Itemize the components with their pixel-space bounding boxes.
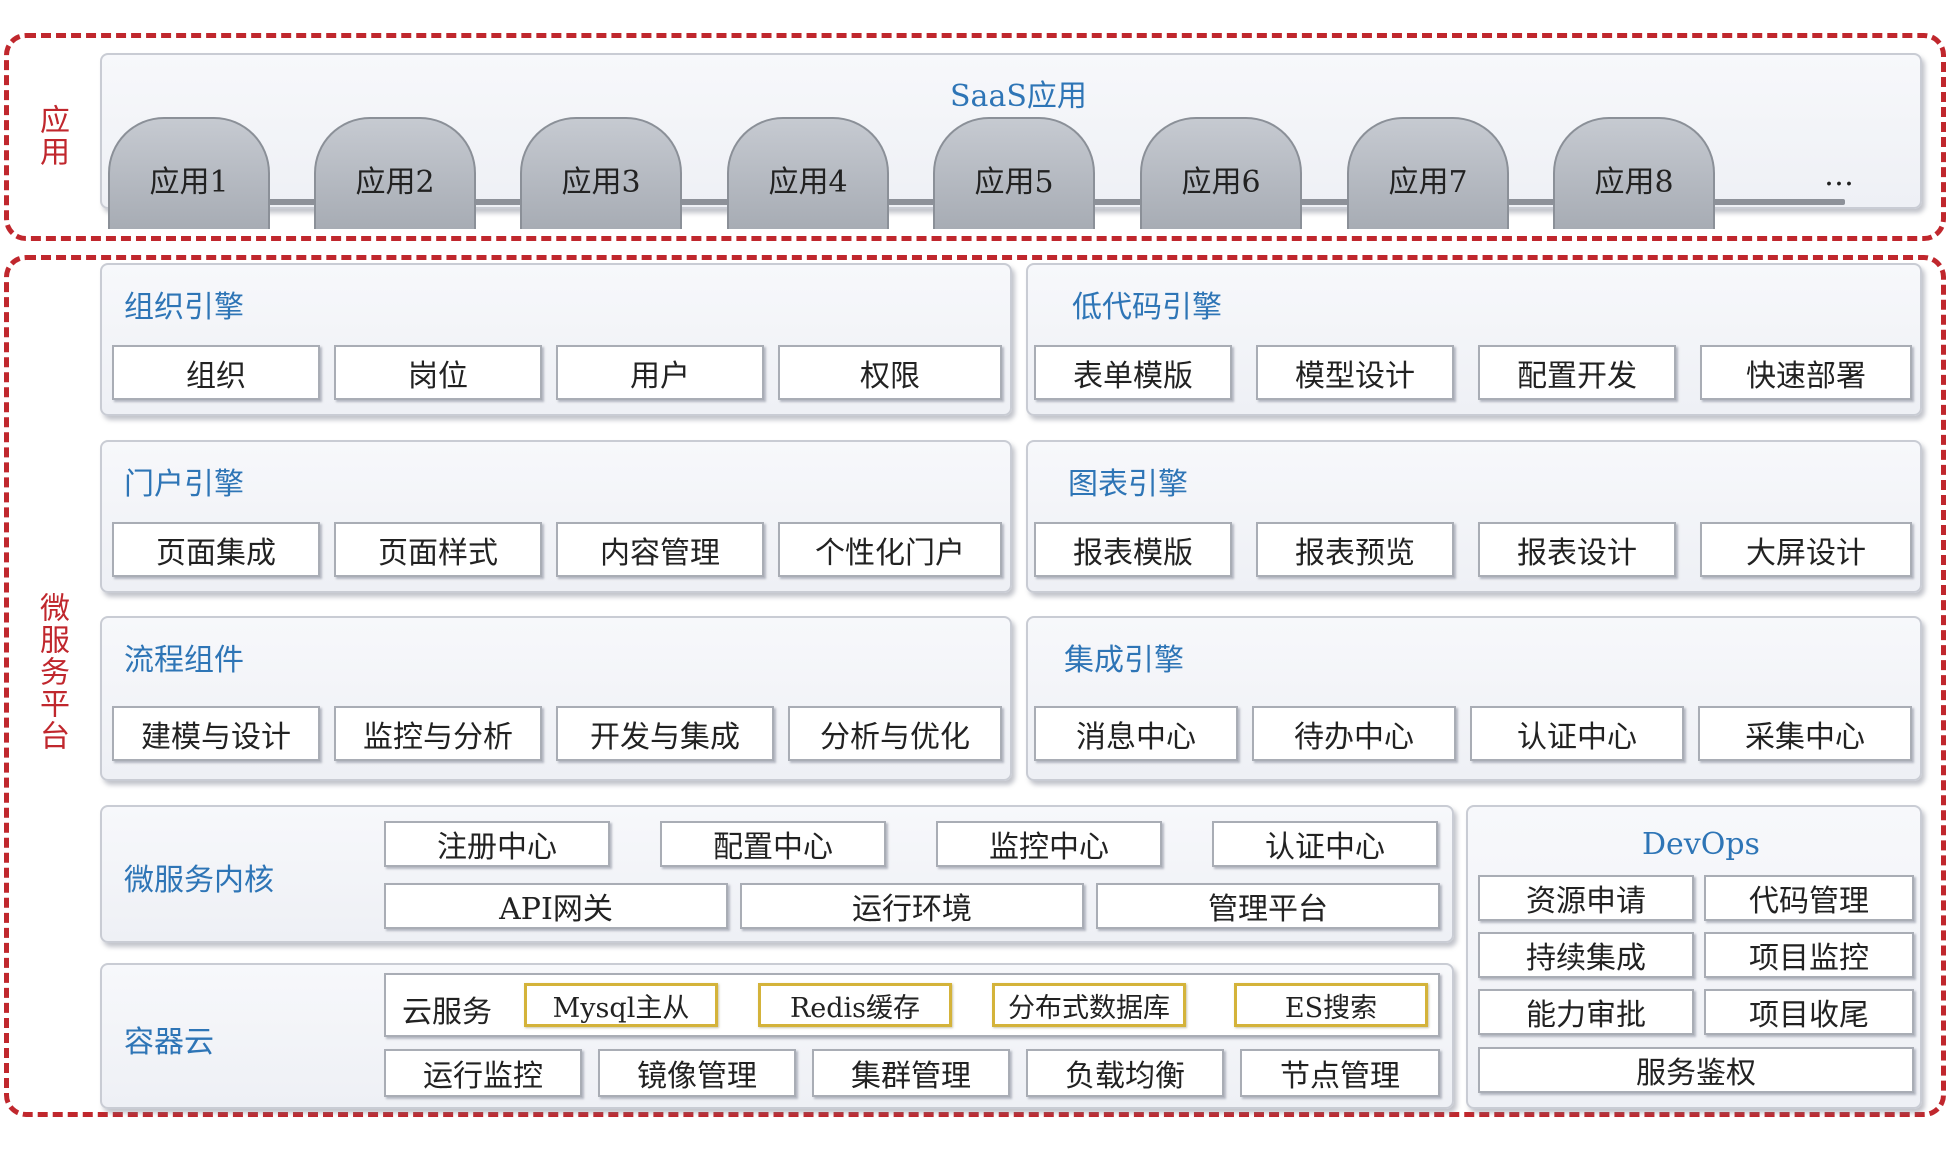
workflow-title: 流程组件 [124, 643, 244, 678]
portal-item-personal-portal[interactable]: 个性化门户 [778, 522, 1002, 577]
cloud-item-mysql[interactable]: Mysql主从 [524, 983, 718, 1027]
devops-item-ci[interactable]: 持续集成 [1478, 932, 1694, 978]
portal-item-content-mgmt[interactable]: 内容管理 [556, 522, 764, 577]
kernel-item-mgmt-platform[interactable]: 管理平台 [1096, 883, 1440, 929]
chart-engine-title: 图表引擎 [1068, 467, 1188, 502]
portal-item-page-integration[interactable]: 页面集成 [112, 522, 320, 577]
integration-item-auth-center[interactable]: 认证中心 [1470, 706, 1684, 761]
integration-item-collect-center[interactable]: 采集中心 [1698, 706, 1912, 761]
app-layer-boundary [4, 33, 1946, 241]
lowcode-item-form-template[interactable]: 表单模版 [1034, 345, 1232, 400]
container-cloud-title: 容器云 [124, 1025, 214, 1060]
app-tab-3[interactable]: 应用3 [520, 117, 682, 229]
portal-item-page-style[interactable]: 页面样式 [334, 522, 542, 577]
workflow-item-monitoring[interactable]: 监控与分析 [334, 706, 542, 761]
integration-item-todo-center[interactable]: 待办中心 [1252, 706, 1456, 761]
cloud-services-label: 云服务 [402, 995, 492, 1030]
app-tab-4[interactable]: 应用4 [727, 117, 889, 229]
platform-layer-label: 微服务平台 [34, 592, 69, 752]
devops-item-service-auth[interactable]: 服务鉴权 [1478, 1047, 1914, 1093]
devops-item-code-mgmt[interactable]: 代码管理 [1704, 875, 1914, 921]
integration-engine-title: 集成引擎 [1064, 643, 1184, 678]
chart-item-bigscreen-design[interactable]: 大屏设计 [1700, 522, 1912, 577]
app-tab-8[interactable]: 应用8 [1553, 117, 1715, 229]
lowcode-item-quick-deploy[interactable]: 快速部署 [1700, 345, 1912, 400]
devops-item-project-closeout[interactable]: 项目收尾 [1704, 989, 1914, 1035]
devops-panel: DevOps 资源申请 代码管理 持续集成 项目监控 能力审批 项目收尾 服务鉴… [1466, 805, 1922, 1109]
kernel-item-runtime[interactable]: 运行环境 [740, 883, 1084, 929]
kernel-item-registry[interactable]: 注册中心 [384, 821, 610, 867]
app-tab-7[interactable]: 应用7 [1347, 117, 1509, 229]
cloud-item-load-balance[interactable]: 负载均衡 [1026, 1049, 1224, 1097]
org-item-permission[interactable]: 权限 [778, 345, 1002, 400]
org-engine-title: 组织引擎 [124, 290, 244, 325]
cloud-item-node-mgmt[interactable]: 节点管理 [1240, 1049, 1440, 1097]
devops-title: DevOps [1642, 827, 1760, 862]
kernel-item-config[interactable]: 配置中心 [660, 821, 886, 867]
cloud-item-es-search[interactable]: ES搜索 [1234, 983, 1428, 1027]
workflow-item-dev-integration[interactable]: 开发与集成 [556, 706, 774, 761]
chart-item-report-preview[interactable]: 报表预览 [1256, 522, 1454, 577]
more-apps-ellipsis: … [1824, 158, 1854, 193]
kernel-item-api-gateway[interactable]: API网关 [384, 883, 728, 929]
kernel-item-auth[interactable]: 认证中心 [1212, 821, 1438, 867]
integration-engine-panel: 集成引擎 消息中心 待办中心 认证中心 采集中心 [1026, 616, 1922, 781]
platform-layer-boundary [4, 255, 1946, 1117]
devops-item-project-monitor[interactable]: 项目监控 [1704, 932, 1914, 978]
saas-title: SaaS应用 [950, 79, 1087, 114]
container-cloud-panel: 容器云 云服务 Mysql主从 Redis缓存 分布式数据库 ES搜索 运行监控… [100, 963, 1454, 1109]
lowcode-engine-title: 低代码引擎 [1072, 290, 1222, 325]
app-layer-label: 应用 [34, 104, 69, 168]
lowcode-item-model-design[interactable]: 模型设计 [1256, 345, 1454, 400]
portal-engine-title: 门户引擎 [124, 467, 244, 502]
workflow-item-modeling[interactable]: 建模与设计 [112, 706, 320, 761]
microkernel-title: 微服务内核 [124, 863, 274, 898]
org-item-position[interactable]: 岗位 [334, 345, 542, 400]
devops-item-capability-approval[interactable]: 能力审批 [1478, 989, 1694, 1035]
workflow-panel: 流程组件 建模与设计 监控与分析 开发与集成 分析与优化 [100, 616, 1012, 781]
workflow-item-analysis[interactable]: 分析与优化 [788, 706, 1002, 761]
microkernel-panel: 微服务内核 注册中心 配置中心 监控中心 认证中心 API网关 运行环境 管理平… [100, 805, 1454, 943]
kernel-item-monitor[interactable]: 监控中心 [936, 821, 1162, 867]
cloud-item-image-mgmt[interactable]: 镜像管理 [598, 1049, 796, 1097]
app-tab-6[interactable]: 应用6 [1140, 117, 1302, 229]
chart-item-report-template[interactable]: 报表模版 [1034, 522, 1232, 577]
app-tab-5[interactable]: 应用5 [933, 117, 1095, 229]
lowcode-item-config-dev[interactable]: 配置开发 [1478, 345, 1676, 400]
org-engine-panel: 组织引擎 组织 岗位 用户 权限 [100, 263, 1012, 416]
chart-engine-panel: 图表引擎 报表模版 报表预览 报表设计 大屏设计 [1026, 440, 1922, 593]
cloud-item-cluster-mgmt[interactable]: 集群管理 [812, 1049, 1010, 1097]
lowcode-engine-panel: 低代码引擎 表单模版 模型设计 配置开发 快速部署 [1026, 263, 1922, 416]
org-item-org[interactable]: 组织 [112, 345, 320, 400]
app-tab-1[interactable]: 应用1 [108, 117, 270, 229]
integration-item-message-center[interactable]: 消息中心 [1034, 706, 1238, 761]
app-tab-2[interactable]: 应用2 [314, 117, 476, 229]
cloud-item-redis[interactable]: Redis缓存 [758, 983, 952, 1027]
chart-item-report-design[interactable]: 报表设计 [1478, 522, 1676, 577]
cloud-item-run-monitor[interactable]: 运行监控 [384, 1049, 582, 1097]
devops-item-resource-apply[interactable]: 资源申请 [1478, 875, 1694, 921]
cloud-item-distributed-db[interactable]: 分布式数据库 [992, 983, 1186, 1027]
org-item-user[interactable]: 用户 [556, 345, 764, 400]
portal-engine-panel: 门户引擎 页面集成 页面样式 内容管理 个性化门户 [100, 440, 1012, 593]
